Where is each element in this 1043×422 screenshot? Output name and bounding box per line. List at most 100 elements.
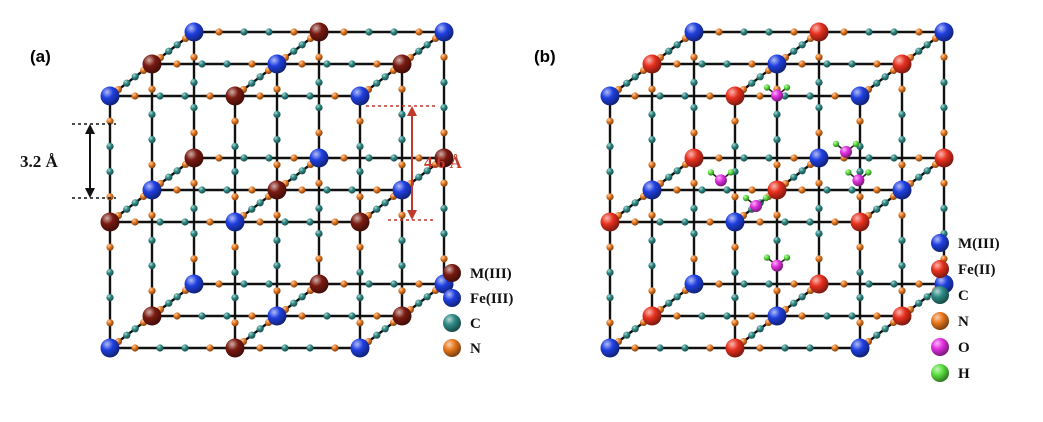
- dimension-4-6: 4.6 Å: [366, 105, 463, 221]
- carbon-atom: [673, 293, 681, 301]
- nitrogen-atom: [340, 154, 348, 162]
- nitrogen-atom: [715, 28, 723, 36]
- nitrogen-atom: [673, 186, 681, 194]
- carbon-atom: [781, 92, 789, 100]
- carbon-atom: [798, 41, 806, 49]
- nitrogen-atom: [106, 243, 114, 251]
- carbon-atom: [173, 293, 181, 301]
- carbon-atom: [881, 73, 889, 81]
- carbon-atom: [698, 312, 706, 320]
- carbon-atom: [823, 186, 831, 194]
- nitrogen-atom: [231, 243, 239, 251]
- carbon-atom: [390, 280, 398, 288]
- carbon-atom: [748, 79, 756, 87]
- nitrogen-atom: [648, 287, 656, 295]
- carbon-atom: [106, 142, 114, 150]
- legend-label-m3: M(III): [958, 236, 1000, 252]
- carbon-atom: [790, 173, 798, 181]
- legend-swatch-fe2: [931, 260, 949, 278]
- nitrogen-atom: [298, 60, 306, 68]
- hydrogen-atom: [763, 254, 771, 261]
- nitrogen-atom: [648, 211, 656, 219]
- nitrogen-atom: [748, 60, 756, 68]
- carbon-atom: [156, 92, 164, 100]
- nitrogen-atom: [790, 280, 798, 288]
- nitrogen-atom: [606, 193, 614, 201]
- panel-a: (a) 3.2 Å 4.6 Å M(III)Fe(III)CN: [20, 22, 513, 358]
- nitrogen-atom: [206, 344, 214, 352]
- corner-metal-atom: [684, 22, 704, 42]
- corner-metal-atom: [725, 212, 745, 232]
- corner-metal-atom: [434, 22, 454, 42]
- carbon-atom: [148, 110, 156, 118]
- legend-label-o: O: [958, 340, 970, 356]
- carbon-atom: [740, 154, 748, 162]
- carbon-atom: [873, 331, 881, 339]
- nitrogen-atom: [290, 28, 298, 36]
- nitrogen-atom: [231, 193, 239, 201]
- legend-swatch-n: [443, 339, 461, 357]
- bridging-metal-atom: [725, 338, 745, 358]
- carbon-atom: [356, 294, 364, 302]
- carbon-atom: [890, 28, 898, 36]
- nitrogen-atom: [873, 60, 881, 68]
- nitrogen-atom: [631, 344, 639, 352]
- carbon-atom: [773, 236, 781, 244]
- carbon-atom: [665, 47, 673, 55]
- atom-layer: [100, 22, 454, 358]
- nitrogen-atom: [831, 344, 839, 352]
- oxygen-atom: [771, 89, 783, 102]
- nitrogen-atom: [298, 186, 306, 194]
- bridging-metal-atom: [809, 274, 829, 294]
- bridging-metal-atom: [392, 306, 412, 326]
- nitrogen-atom: [831, 92, 839, 100]
- nitrogen-atom: [840, 280, 848, 288]
- carbon-atom: [315, 204, 323, 212]
- carbon-atom: [398, 236, 406, 244]
- carbon-atom: [198, 312, 206, 320]
- bridging-metal-atom: [142, 54, 162, 74]
- carbon-atom: [290, 299, 298, 307]
- dimension-label-3-2: 3.2 Å: [20, 152, 59, 171]
- carbon-atom: [415, 47, 423, 55]
- carbon-atom: [323, 312, 331, 320]
- carbon-atom: [915, 173, 923, 181]
- carbon-atom: [248, 79, 256, 87]
- carbon-atom: [681, 344, 689, 352]
- corner-metal-atom: [267, 306, 287, 326]
- nitrogen-atom: [206, 92, 214, 100]
- carbon-atom: [690, 230, 698, 238]
- hydrogen-atom: [742, 194, 750, 202]
- carbon-atom: [106, 268, 114, 276]
- carbon-atom: [648, 110, 656, 118]
- carbon-atom: [298, 41, 306, 49]
- carbon-atom: [165, 299, 173, 307]
- carbon-atom: [198, 186, 206, 194]
- carbon-atom: [648, 262, 656, 270]
- carbon-atom: [440, 104, 448, 112]
- bridging-metal-atom: [434, 148, 454, 168]
- carbon-atom: [223, 60, 231, 68]
- carbon-atom: [915, 299, 923, 307]
- nitrogen-atom: [748, 186, 756, 194]
- bridging-metal-atom: [809, 22, 829, 42]
- legend-swatch-fe3: [443, 289, 461, 307]
- carbon-atom: [306, 218, 314, 226]
- carbon-atom: [390, 28, 398, 36]
- carbon-atom: [631, 325, 639, 333]
- carbon-atom: [231, 268, 239, 276]
- carbon-atom: [123, 79, 131, 87]
- hydrogen-atom: [845, 169, 852, 176]
- nitrogen-atom: [440, 53, 448, 61]
- carbon-atom: [781, 344, 789, 352]
- bridging-metal-atom: [267, 180, 287, 200]
- carbon-atom: [265, 28, 273, 36]
- carbon-atom: [231, 294, 239, 302]
- carbon-atom: [690, 78, 698, 86]
- carbon-atom: [681, 218, 689, 226]
- carbon-atom: [398, 136, 406, 144]
- nitrogen-atom: [648, 85, 656, 93]
- nitrogen-atom: [706, 92, 714, 100]
